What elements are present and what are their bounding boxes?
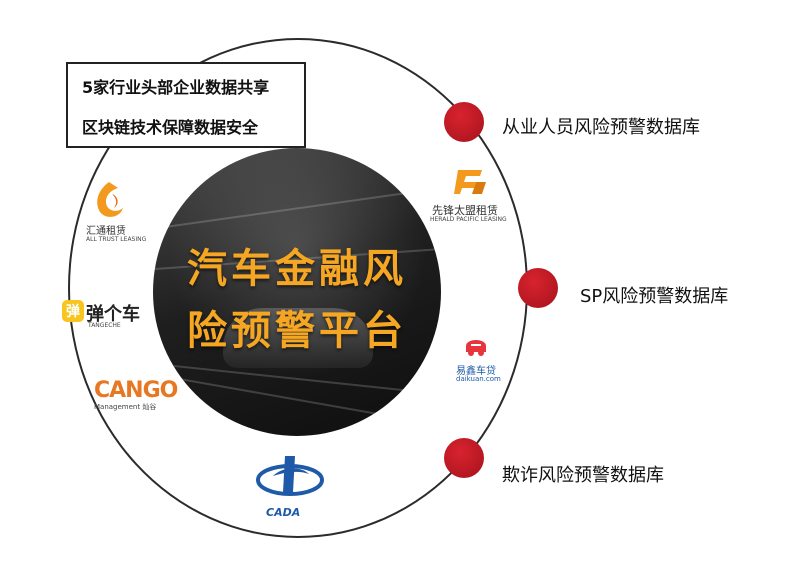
database-node-1	[444, 102, 484, 142]
huitong-logo-icon	[97, 182, 123, 217]
cada-logo-icon	[256, 456, 324, 496]
huitong-logo	[92, 180, 126, 224]
cada-logo-text: CADA	[266, 506, 301, 519]
info-line-data-sharing: 5家行业头部企业数据共享	[82, 78, 270, 97]
yixin-logo-icon	[466, 340, 486, 356]
yixin-logo	[462, 332, 490, 362]
xianfeng-logo-text: 先锋太盟租赁	[432, 204, 498, 217]
yixin-logo-text: 易鑫车贷	[456, 366, 496, 377]
yixin-logo-sub: daikuan.com	[456, 375, 501, 383]
database-label-staff: 从业人员风险预警数据库	[502, 117, 700, 138]
tangeche-logo: 弹	[62, 300, 84, 326]
database-label-sp: SP风险预警数据库	[580, 286, 729, 307]
xianfeng-logo-sub: HERALD PACIFIC LEASING	[430, 216, 507, 223]
tangeche-logo-icon: 弹	[62, 300, 84, 322]
database-node-2	[518, 268, 558, 308]
xianfeng-logo	[452, 166, 488, 202]
huitong-logo-text: 汇通租赁	[86, 226, 126, 237]
center-title-line1: 汽车金融风	[187, 246, 407, 292]
cango-logo-sub: Management 灿谷	[94, 403, 157, 411]
cango-logo-text: CANGO	[94, 378, 178, 403]
database-label-fraud: 欺诈风险预警数据库	[502, 465, 664, 486]
center-title-line2: 险预警平台	[187, 308, 407, 354]
xianfeng-logo-icon	[454, 170, 486, 194]
cada-logo	[255, 452, 325, 516]
database-node-3	[444, 438, 484, 478]
info-line-blockchain: 区块链技术保障数据安全	[82, 118, 259, 137]
svg-text:弹: 弹	[66, 303, 80, 320]
huitong-logo-sub: ALL TRUST LEASING	[86, 236, 147, 243]
tangeche-logo-text: 弹个车	[86, 304, 140, 325]
tangeche-logo-sub: TANGECHE	[88, 322, 121, 329]
car-silhouette	[223, 308, 373, 368]
info-box: 5家行业头部企业数据共享 区块链技术保障数据安全	[66, 62, 306, 148]
center-circle: 汽车金融风 险预警平台	[153, 148, 441, 436]
